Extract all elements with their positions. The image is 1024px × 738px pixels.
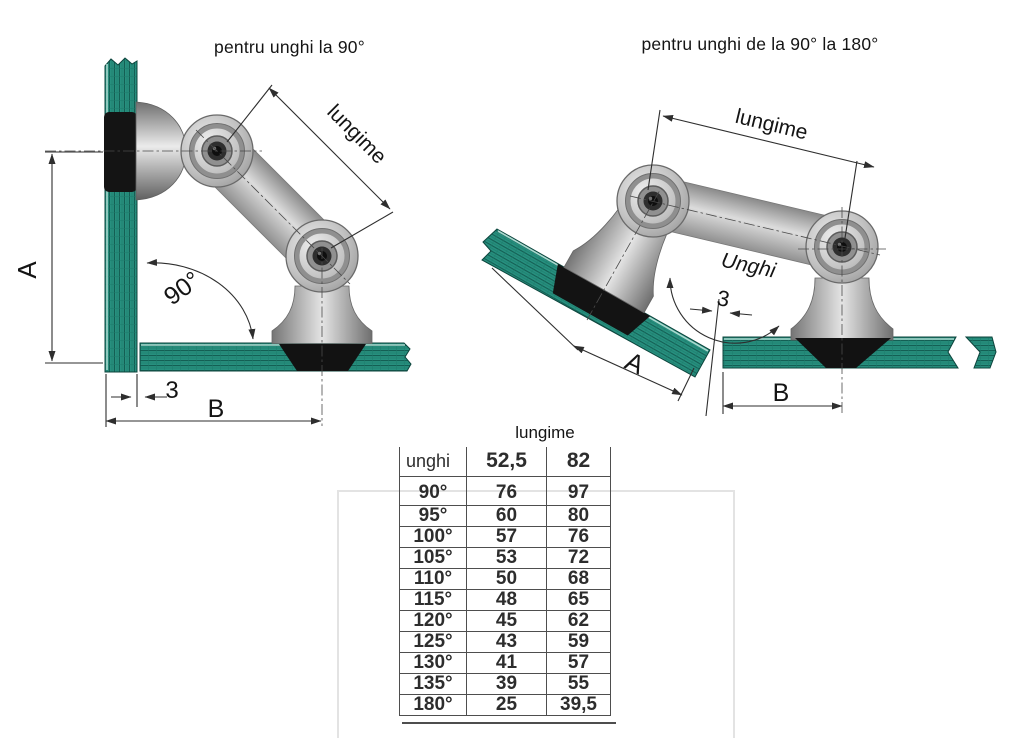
gap-3-label: 3 [165,377,178,404]
center-lines [45,129,351,426]
dimension-b [722,372,843,414]
fitting-connector-90 [104,101,373,371]
header-82: 82 [546,447,611,477]
value-cell: 57 [466,526,547,548]
value-cell: 45 [466,610,547,632]
dimension-lungime [647,109,875,239]
dimension-gap-3 [111,374,167,407]
dimensions-right [491,109,875,417]
value-cell: 76 [466,476,547,506]
left-diagram-title: pentru unghi la 90° [214,37,365,57]
value-cell: 80 [546,505,611,527]
value-cell: 43 [466,631,547,653]
dim-a-label: A [621,346,650,381]
dimension-a [491,267,695,402]
diagram-90-180deg: lungime Unghi 3 A B [481,105,997,417]
dimension-b [105,374,322,427]
angle-cell: 120° [399,610,467,632]
gasket-floor [279,344,366,371]
angle-cell: 130° [399,652,467,674]
pivot-knob-left [617,165,689,237]
technical-diagrams: lungime 90° A 3 B [12,57,997,427]
diagram-90deg: lungime 90° A 3 B [12,57,412,427]
value-cell: 39,5 [546,694,611,716]
dim-b-label: B [773,379,790,407]
gasket-floor [795,338,891,368]
value-cell: 50 [466,568,547,590]
dimension-gap-3 [689,298,753,417]
table-title: lungime [515,423,575,442]
gasket-tilted [552,263,651,336]
angle-arc-90 [146,258,256,340]
lungime-label: lungime [733,105,810,145]
dimension-lungime [226,84,394,249]
lungime-label: lungime [322,100,390,168]
table-bottom-rule [402,722,616,724]
angle-cell: 135° [399,673,467,695]
value-cell: 76 [546,526,611,548]
value-cell: 55 [546,673,611,695]
dimension-a [45,151,103,364]
value-cell: 39 [466,673,547,695]
angle-cell: 180° [399,694,467,716]
value-cell: 68 [546,568,611,590]
value-cell: 60 [466,505,547,527]
value-cell: 72 [546,547,611,569]
angle-cell: 95° [399,505,467,527]
angle-cell: 125° [399,631,467,653]
header-unghi: unghi [399,447,467,477]
gap-3-label: 3 [715,285,731,312]
angle-90-label: 90° [159,266,206,311]
dim-b-label: B [208,395,225,423]
value-cell: 53 [466,547,547,569]
center-lines [586,189,886,413]
angle-cell: 100° [399,526,467,548]
value-cell: 48 [466,589,547,611]
angle-cell: 115° [399,589,467,611]
angle-cell: 110° [399,568,467,590]
value-cell: 25 [466,694,547,716]
angle-cell: 90° [399,476,467,506]
value-cell: 59 [546,631,611,653]
glass-panel-vertical [104,57,138,373]
value-cell: 65 [546,589,611,611]
value-cell: 62 [546,610,611,632]
right-diagram-title: pentru unghi de la 90° la 180° [641,34,879,54]
value-cell: 57 [546,652,611,674]
header-52-5: 52,5 [466,447,547,477]
dimensions-left [45,84,394,427]
value-cell: 97 [546,476,611,506]
value-cell: 41 [466,652,547,674]
glass-panel-horizontal [139,342,412,372]
angle-cell: 105° [399,547,467,569]
angle-arc-unghi [666,277,780,344]
gasket-wall [104,112,137,192]
table-header-row: unghi 52,5 82 [399,447,611,477]
dim-a-label: A [12,261,42,279]
